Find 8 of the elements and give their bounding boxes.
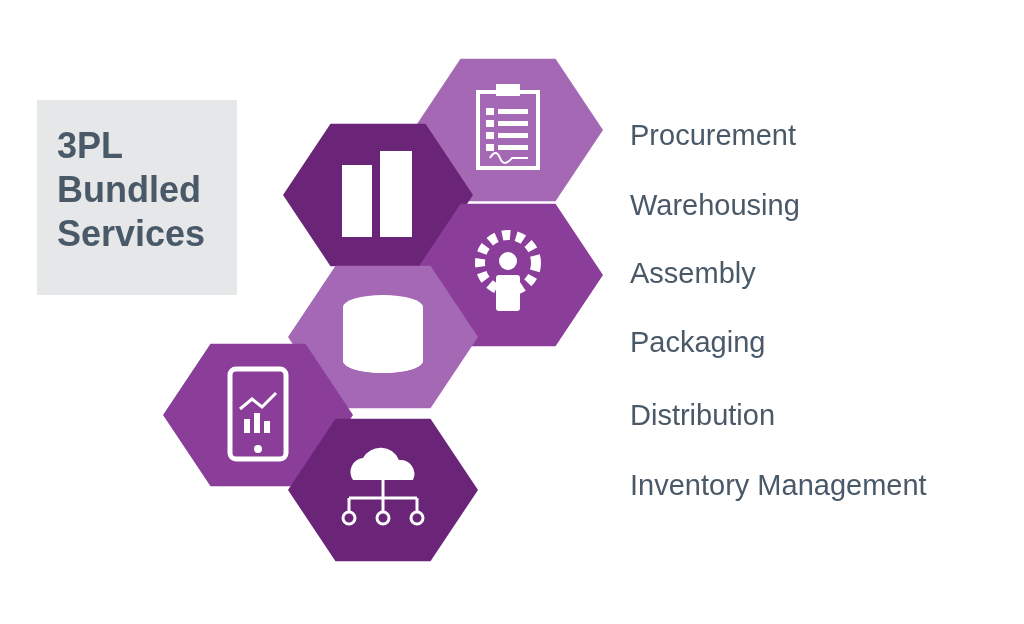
service-label: Procurement [630, 118, 796, 152]
title-text: 3PL Bundled Services [57, 124, 207, 256]
service-label: Warehousing [630, 188, 800, 222]
service-label: Distribution [630, 398, 776, 432]
service-label: Packaging [630, 325, 766, 359]
service-label: Assembly [630, 256, 756, 290]
title-card [37, 100, 237, 295]
service-label: Inventory Management [630, 468, 927, 502]
